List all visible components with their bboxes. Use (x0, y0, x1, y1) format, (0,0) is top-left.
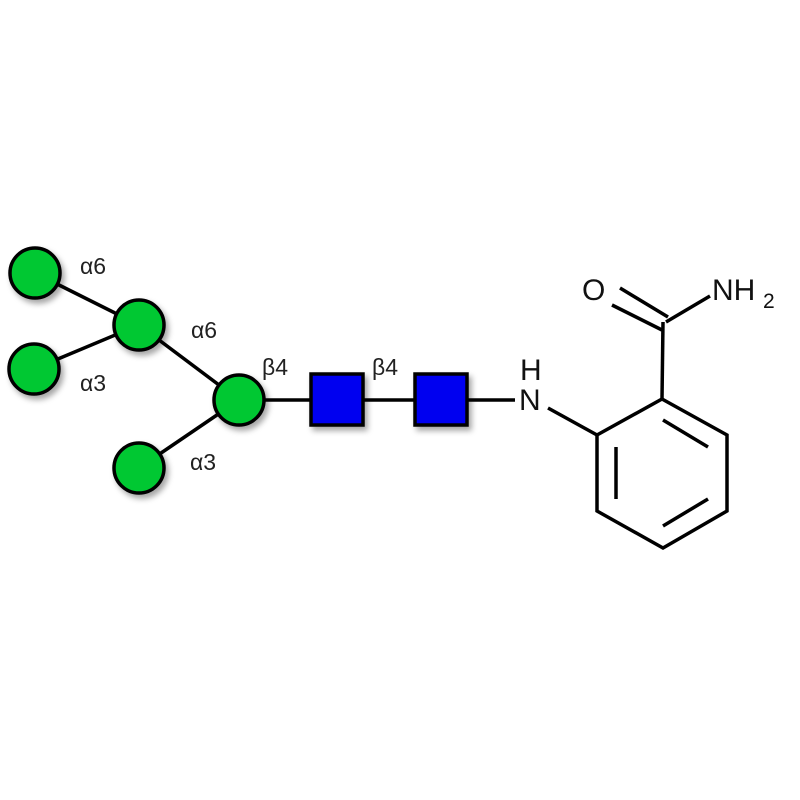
linkage-label: α6 (80, 253, 106, 279)
mannose-3 (112, 298, 166, 352)
linkage-label: α6 (191, 317, 217, 343)
mannose-core (212, 373, 266, 427)
linkage-labels: α6 α3 α6 α3 β4 β4 (80, 253, 398, 475)
linkage-label: β4 (262, 354, 288, 380)
mannose-2 (7, 342, 61, 396)
mannose-residues (7, 246, 266, 495)
linkage-label: α3 (80, 370, 106, 396)
linkage-label: α3 (190, 449, 216, 475)
linkage-label: β4 (372, 354, 398, 380)
oxygen-atom: O (582, 274, 605, 307)
glcnac-residues (309, 372, 469, 427)
mannose-1 (8, 246, 62, 300)
mannose-4 (112, 441, 166, 495)
amide-nitrogen: NH (712, 274, 755, 307)
glcnac-2 (413, 372, 469, 427)
glcnac-1 (309, 372, 365, 427)
anthranilamide-structure: O NH 2 N H (519, 274, 775, 551)
amine-hydrogen: H (520, 354, 542, 387)
amine-nitrogen: N (519, 384, 541, 417)
amide-subscript: 2 (763, 290, 775, 313)
